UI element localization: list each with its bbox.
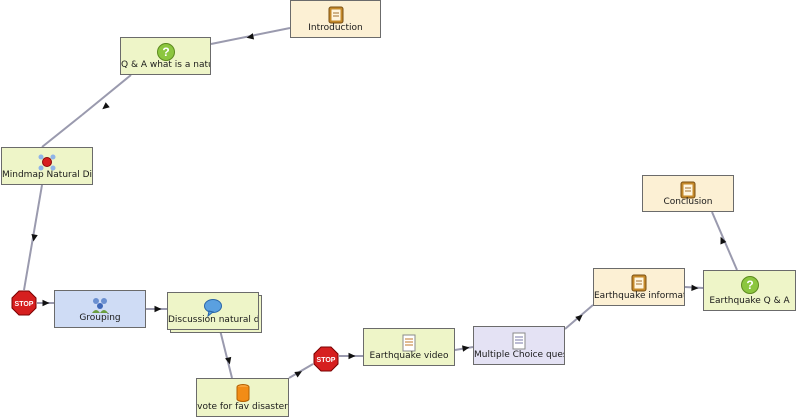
transition-line xyxy=(219,329,233,379)
arrow-head-icon xyxy=(31,234,38,242)
transition-line xyxy=(41,114,83,148)
arrow-head-icon xyxy=(154,305,162,313)
activity-label: Earthquake informati xyxy=(594,291,684,301)
arrow-head-icon xyxy=(575,314,583,322)
activity-earthquake-qa[interactable]: ? Earthquake Q & A xyxy=(703,270,796,311)
activity-conclusion[interactable]: Conclusion xyxy=(642,175,734,212)
stop-sign-icon: STOP xyxy=(313,346,339,372)
activity-earthquake-video[interactable]: Earthquake video xyxy=(363,328,455,366)
notebook-icon xyxy=(328,6,343,24)
activity-discussion[interactable]: Discussion natural d xyxy=(167,292,259,330)
mindmap-icon xyxy=(38,154,56,171)
transition-edges xyxy=(23,27,738,379)
arrow-head-icon xyxy=(102,102,110,110)
stop-sign-icon: STOP xyxy=(11,290,37,316)
activity-earthquake-info[interactable]: Earthquake informati xyxy=(593,268,685,306)
svg-text:?: ? xyxy=(746,278,753,292)
arrow-head-icon xyxy=(691,284,699,292)
activity-label: Mindmap Natural Disa xyxy=(2,170,92,180)
stop-gate-1[interactable]: STOP xyxy=(11,290,37,316)
notebook-icon xyxy=(631,274,647,292)
activity-label: Discussion natural d xyxy=(168,315,258,325)
arrow-head-icon xyxy=(462,345,470,352)
activity-label: Grouping xyxy=(79,313,121,323)
stop-label: STOP xyxy=(15,301,34,308)
activity-introduction[interactable]: Introduction xyxy=(290,0,381,38)
chat-bubble-icon xyxy=(204,299,222,317)
activity-label: Multiple Choice ques xyxy=(474,350,564,360)
arrow-head-icon xyxy=(246,33,255,40)
arrow-head-icon xyxy=(42,299,50,307)
arrow-head-icon xyxy=(294,371,303,378)
notebook-icon xyxy=(680,181,696,199)
arrow-head-icon xyxy=(720,236,727,245)
activity-qa-natural[interactable]: ? Q & A what is a natu xyxy=(120,37,211,75)
svg-text:?: ? xyxy=(162,45,169,59)
stop-gate-2[interactable]: STOP xyxy=(313,346,339,372)
question-icon: ? xyxy=(156,43,175,61)
arrow-head-icon xyxy=(225,356,232,365)
transition-line xyxy=(81,74,132,116)
group-icon xyxy=(92,298,108,313)
stop-label: STOP xyxy=(317,357,336,364)
activity-grouping[interactable]: Grouping xyxy=(54,290,146,328)
activity-label: Earthquake Q & A xyxy=(709,296,790,306)
document-icon xyxy=(402,334,416,352)
vote-icon xyxy=(236,384,249,402)
activity-multiple-choice[interactable]: Multiple Choice ques xyxy=(473,326,565,365)
activity-label: Introduction xyxy=(308,23,363,33)
activity-label: vote for fav disaster xyxy=(197,402,288,412)
activity-mindmap[interactable]: Mindmap Natural Disa xyxy=(1,147,93,185)
activity-label: Conclusion xyxy=(663,197,713,207)
document-icon xyxy=(512,332,526,350)
activity-label: Q & A what is a natu xyxy=(121,60,210,70)
activity-label: Earthquake video xyxy=(369,351,449,361)
activity-vote[interactable]: vote for fav disaster xyxy=(196,378,289,417)
transition-line xyxy=(288,363,314,379)
arrow-head-icon xyxy=(348,352,356,360)
question-icon: ? xyxy=(740,276,759,294)
